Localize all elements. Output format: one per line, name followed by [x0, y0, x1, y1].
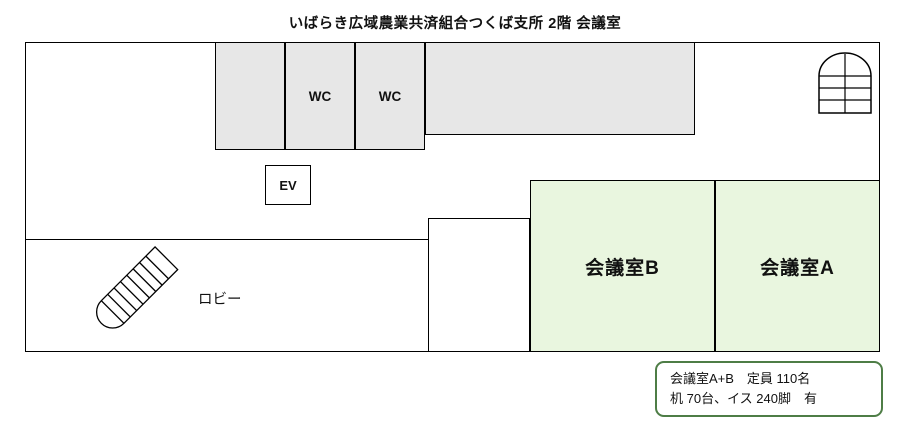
corridor-block	[428, 218, 530, 352]
room-wc-2-label: WC	[378, 88, 402, 104]
room-elevator: EV	[265, 165, 311, 205]
room-meeting-a: 会議室A	[715, 180, 880, 352]
page-title: いばらき広域農業共済組合つくば支所 2階 会議室	[288, 16, 622, 32]
lobby-wall	[25, 239, 430, 240]
room-meeting-b: 会議室B	[530, 180, 715, 352]
stairs-icon	[818, 52, 872, 114]
capacity-note-line2: 机 70台、イス 240脚 有	[670, 390, 817, 406]
room-wc-2: WC	[355, 42, 425, 150]
utility-block	[215, 42, 285, 150]
room-meeting-a-label: 会議室A	[760, 257, 835, 279]
room-wc-1-label: WC	[308, 88, 332, 104]
room-wc-1: WC	[285, 42, 355, 150]
capacity-note: 会議室A+B 定員 110名 机 70台、イス 240脚 有	[655, 361, 883, 417]
room-meeting-b-label: 会議室B	[585, 257, 660, 279]
utility-block-wide	[425, 42, 695, 135]
room-elevator-label: EV	[279, 177, 297, 193]
capacity-note-line1: 会議室A+B 定員 110名	[670, 371, 811, 387]
stairs-icon	[95, 246, 179, 329]
room-lobby-label: ロビー	[198, 292, 242, 308]
